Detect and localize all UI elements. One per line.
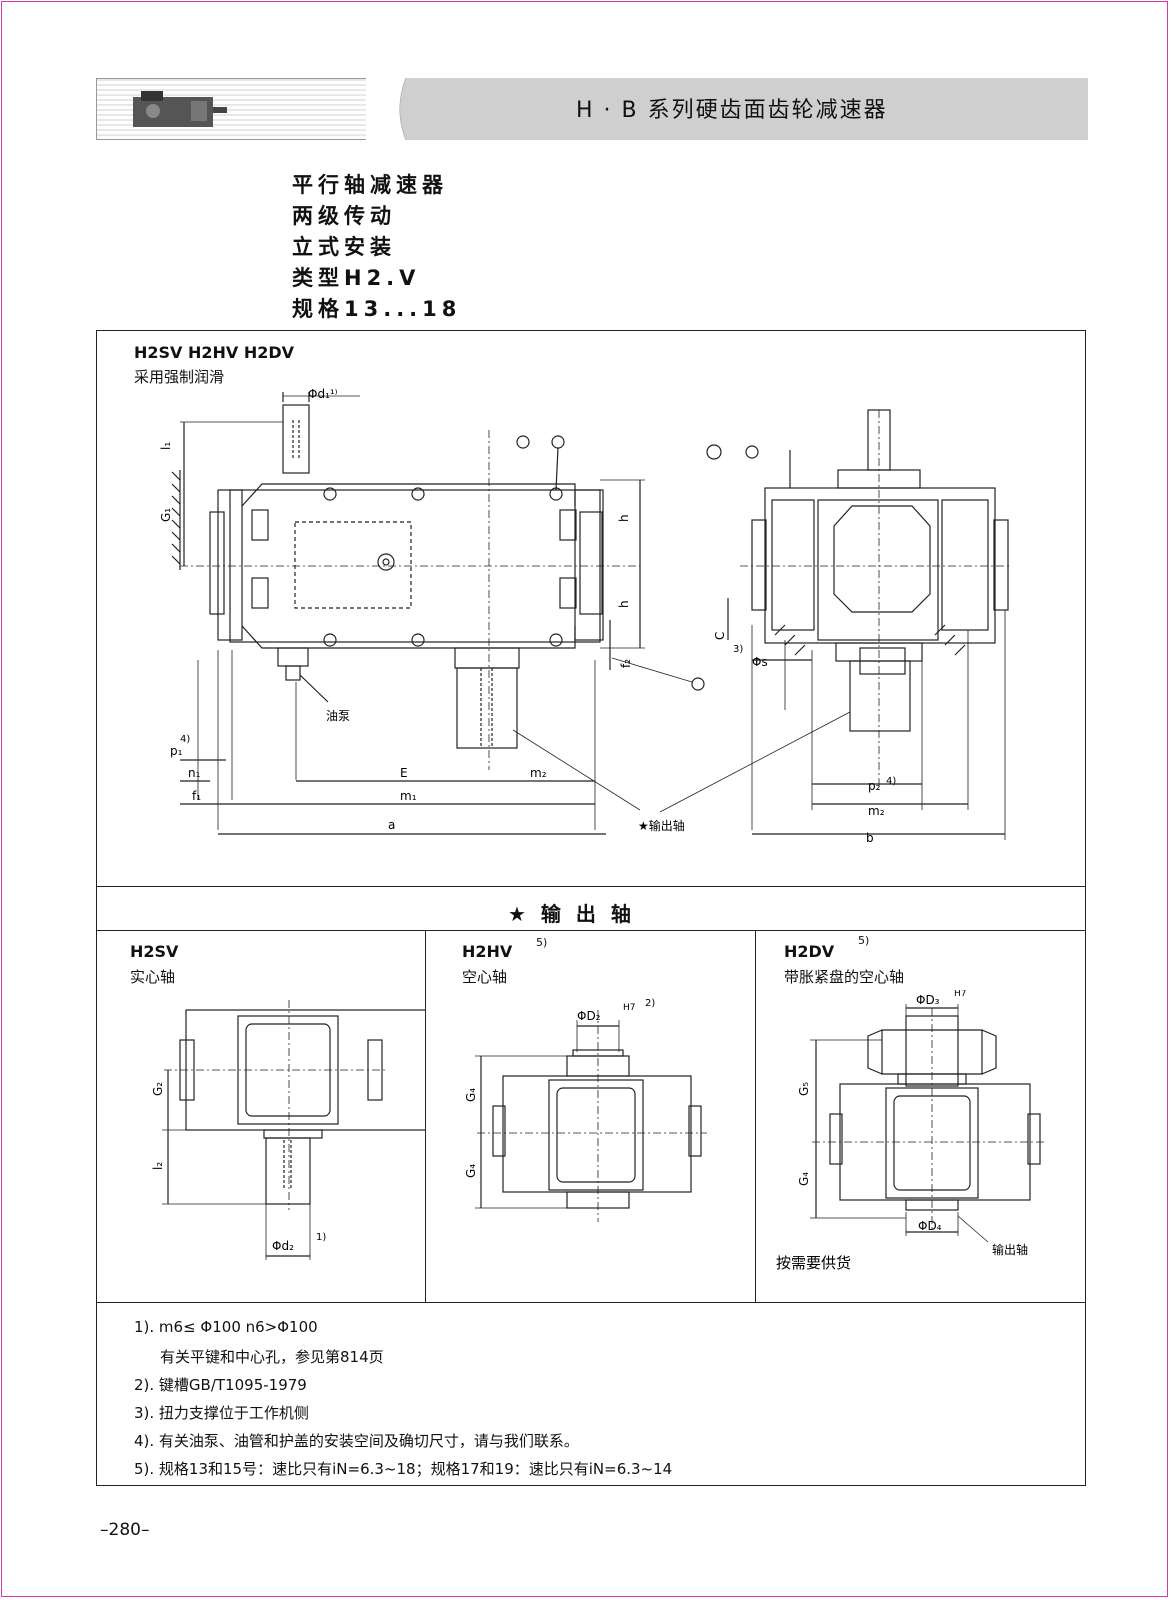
label-s: Φs xyxy=(752,655,768,669)
label-l2: l₂ xyxy=(151,1162,165,1170)
label-f2: f₂ xyxy=(619,659,633,668)
label-H7: H7 xyxy=(623,1003,636,1013)
label-h-top: h xyxy=(617,514,631,522)
panel-h2dv-desc: 带胀紧盘的空心轴 xyxy=(784,968,905,986)
header-banner: H · B 系列硬齿面齿轮减速器 xyxy=(96,78,1088,140)
label-D2: ΦD₂ xyxy=(577,1009,601,1023)
label-d1: Φd₁¹⁾ xyxy=(308,387,338,401)
drawing-frame xyxy=(96,330,1086,1486)
label-output-shaft: ★输出轴 xyxy=(638,818,685,833)
panel-h2hv-model: H2HV xyxy=(462,942,513,961)
label-G4: G₄ xyxy=(797,1172,811,1186)
note-4: 4). 有关油泵、油管和护盖的安装空间及确切尺寸，请与我们联系。 xyxy=(134,1432,579,1450)
title-block: 平行轴减速器 两级传动 立式安装 类型H2.V 规格13...18 xyxy=(292,170,461,325)
panel-h2sv-drawing: G₂ l₂ Φd₂ 1) xyxy=(151,1000,426,1260)
models-label: H2SV H2HV H2DV xyxy=(134,343,295,362)
label-D4: ΦD₄ xyxy=(918,1219,942,1233)
panel-h2hv-desc: 空心轴 xyxy=(462,968,508,986)
label-E: E xyxy=(400,766,408,780)
banner-stripes xyxy=(96,78,406,140)
label-f1: f₁ xyxy=(192,789,201,803)
banner-title-bar: H · B 系列硬齿面齿轮减速器 xyxy=(406,78,1088,140)
label-n1: n₁ xyxy=(188,766,201,780)
label-G1: G₁ xyxy=(159,508,173,522)
label-p1: p₁ xyxy=(170,744,183,758)
divider-output-heading xyxy=(96,930,1086,931)
side-view-drawing xyxy=(659,409,1010,840)
panel-h2hv-drawing: ΦD₂ H7 2) G₄ G₄ xyxy=(464,998,707,1222)
label-C: C xyxy=(713,632,727,640)
note-5: 5). 规格13和15号：速比只有iN=6.3~18；规格17和19：速比只有i… xyxy=(134,1460,673,1478)
label-d2-note: 1) xyxy=(316,1232,326,1243)
label-h-bottom: h xyxy=(617,600,631,608)
front-view-drawing xyxy=(171,392,705,835)
divider-panel-1 xyxy=(425,930,426,1302)
title-line-3: 立式安装 xyxy=(292,235,396,259)
label-G5: G₅ xyxy=(797,1082,811,1096)
label-output-shaft-h2dv: 输出轴 xyxy=(992,1242,1028,1257)
label-p2-note: 4) xyxy=(886,776,896,787)
panel-h2sv-model: H2SV xyxy=(130,942,179,961)
label-m1: m₁ xyxy=(400,789,417,803)
label-supply: 按需要供货 xyxy=(776,1254,851,1272)
label-H7-note: 2) xyxy=(645,998,655,1009)
label-oil-pump: 油泵 xyxy=(326,709,350,723)
title-line-5: 规格13...18 xyxy=(292,297,462,321)
label-C-note: 3) xyxy=(733,644,743,655)
divider-notes xyxy=(96,1302,1086,1303)
label-H7: H7 xyxy=(954,990,967,999)
panel-h2dv-model: H2DV xyxy=(784,942,835,961)
note-1-sub: 有关平键和中心孔，参见第814页 xyxy=(160,1348,384,1366)
note-3: 3). 扭力支撑位于工作机侧 xyxy=(134,1404,309,1422)
label-G2: G₂ xyxy=(151,1082,165,1096)
panel-h2dv-note: 5) xyxy=(858,934,870,947)
label-D3: ΦD₃ xyxy=(916,993,940,1007)
label-G4-top: G₄ xyxy=(464,1088,478,1102)
label-a: a xyxy=(388,818,395,832)
label-b: b xyxy=(866,831,874,845)
divider-top-section xyxy=(96,886,1086,887)
label-p2: p₂ xyxy=(868,779,881,793)
note-1: 1). m6≤ Φ100 n6>Φ100 xyxy=(134,1318,318,1336)
label-l1: l₁ xyxy=(159,442,173,450)
output-section-heading: ★ 输 出 轴 xyxy=(508,902,635,926)
title-line-2: 两级传动 xyxy=(292,204,396,228)
page-number: –280– xyxy=(100,1520,150,1540)
panel-h2sv-desc: 实心轴 xyxy=(130,968,176,986)
title-line-1: 平行轴减速器 xyxy=(292,173,448,197)
label-p1-note: 4) xyxy=(180,734,190,745)
lubrication-label: 采用强制润滑 xyxy=(134,368,225,386)
label-G4-bottom: G₄ xyxy=(464,1164,478,1178)
gearbox-thumbnail-icon xyxy=(133,91,227,127)
panel-h2hv-note: 5) xyxy=(536,936,548,949)
label-m2-right: m₂ xyxy=(868,804,885,818)
label-m2-left: m₂ xyxy=(530,766,547,780)
divider-panel-2 xyxy=(755,930,756,1302)
note-2: 2). 键槽GB/T1095-1979 xyxy=(134,1376,307,1394)
top-drawings: Φd₁¹⁾ l₁ G₁ h h f₂ 油泵 4) p₁ n₁ f₁ E m₂ m… xyxy=(159,387,1010,845)
panel-h2dv-drawing: ΦD₃ H7 G₅ G₄ ΦD₄ 输出轴 按需要供货 xyxy=(776,990,1046,1272)
label-d2: Φd₂ xyxy=(272,1239,294,1253)
header-title: H · B 系列硬齿面齿轮减速器 xyxy=(576,98,888,123)
title-line-4: 类型H2.V xyxy=(292,266,421,290)
